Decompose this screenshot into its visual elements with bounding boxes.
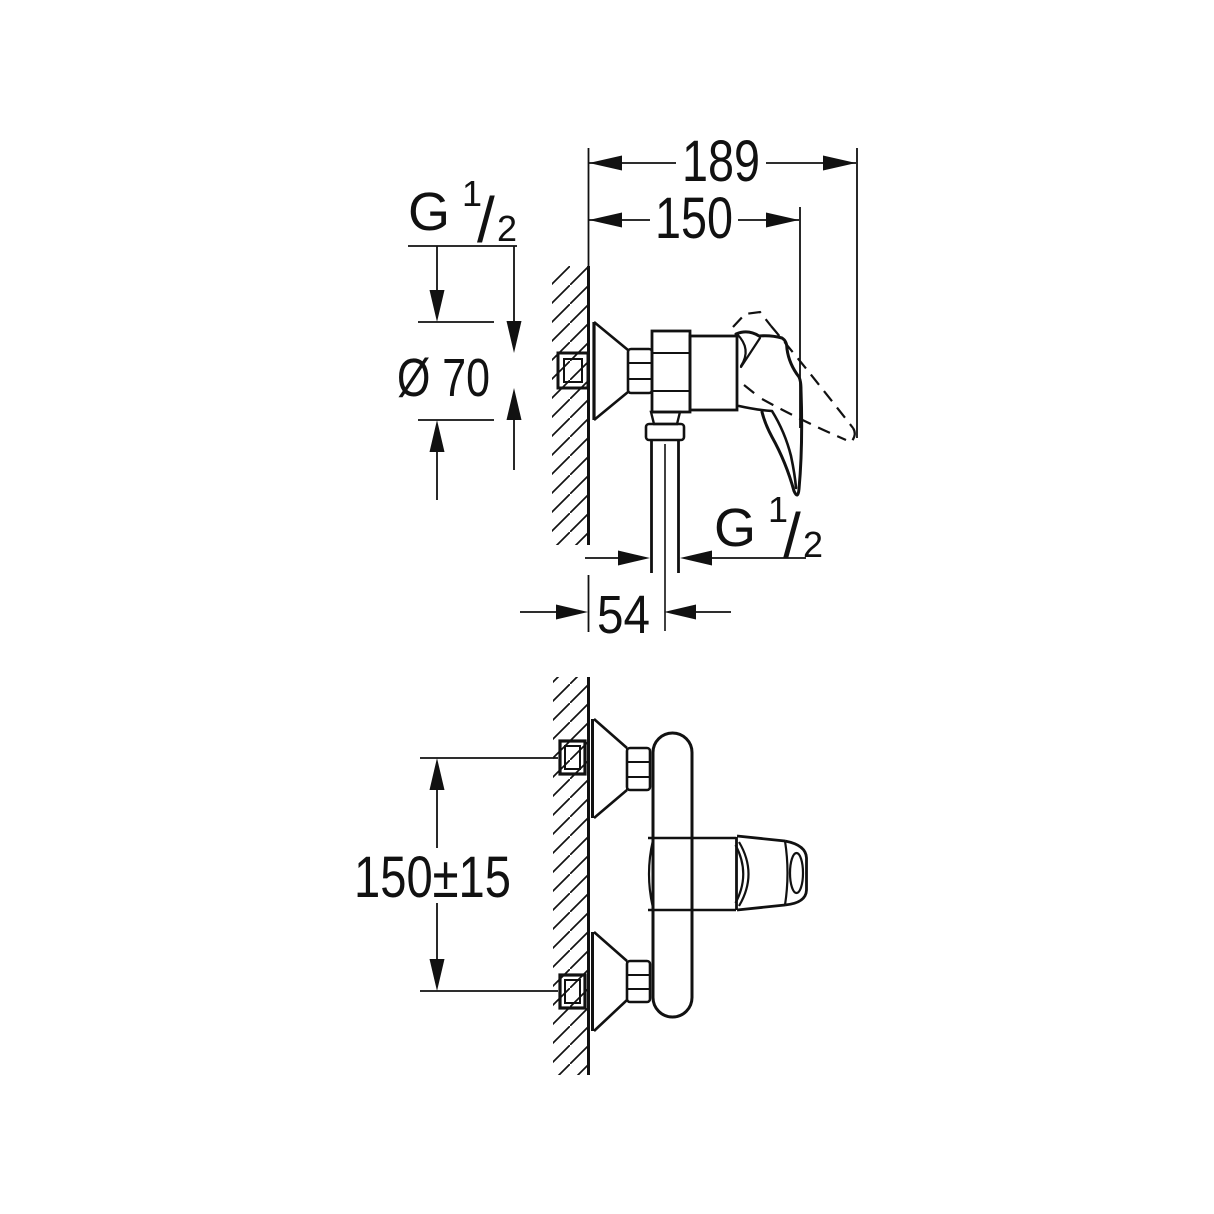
valve-body [650,329,692,414]
inlet-square-fitting [556,351,590,390]
wall-hatch-side-view [552,266,590,545]
inlet-square-fitting-inner [564,745,581,770]
inlet-thread-slash: / [477,184,495,256]
body-left-bulge [647,839,655,909]
mixer-body-side-view [650,329,739,414]
shower-outlet [644,410,686,631]
arrowhead-right [556,604,588,620]
arrowhead-up [506,388,522,420]
dim-spacing-label: 150±15 [354,845,511,910]
arrowhead-left [664,604,696,620]
inlet-square-fitting-inner [563,358,583,383]
outlet-shoulder [649,410,682,426]
dim-150: 150 [589,186,799,251]
dim-189-label: 189 [682,129,760,194]
hex-nut [626,347,654,395]
outlet-thread-slash: / [783,500,801,572]
arrowhead-down [506,321,522,353]
outlet-thread-label: G [714,498,756,558]
side-view: 189 150 G 1 / 2 Ø 70 [397,129,858,645]
handle-end-cap [784,839,808,907]
callout-inlet-thread: G 1 / 2 [408,173,522,470]
inlet-square-fitting [558,973,587,1010]
lever-handle-alt-position-dashed [732,310,856,442]
dim-189: 189 [589,129,856,194]
escutcheon-cone [591,931,628,1032]
hex-nut [625,959,652,1004]
front-view: 150±15 [354,677,808,1075]
inlet-thread-denominator: 2 [497,208,517,249]
mixer-body-front-view [647,731,750,1019]
lever-handle [734,330,804,497]
handle-end-opening [788,851,805,895]
body-capsule [651,731,694,1019]
cartridge-housing [688,334,739,412]
dim-150-label: 150 [655,186,733,251]
wall-hatch-front-view [553,677,590,1075]
arrowhead-right [618,550,650,566]
arrowhead-up [429,420,445,452]
arrowhead-down [429,959,445,991]
outlet-thread-denominator: 2 [803,524,823,565]
s-union-bottom [558,931,652,1032]
handle-joint-arc [734,844,745,904]
outlet-nut [644,422,686,442]
inlet-square-fitting-inner [564,979,581,1004]
arrowhead-left [680,550,712,566]
escutcheon-cone [592,320,629,422]
inlet-square-fitting [558,739,587,776]
outlet-thread-numerator: 1 [768,489,788,530]
arrowhead-up [429,758,445,790]
escutcheon-cone [591,718,628,819]
arrowhead-right [766,212,799,228]
s-union-side-view [556,320,654,422]
dim-54: 54 [520,585,731,645]
dim-escutcheon-diameter: Ø 70 [397,246,494,500]
handle-joint-arc [738,841,750,907]
extension-lines [587,148,858,632]
dim-54-label: 54 [597,585,650,645]
dim-150-plus-minus-15: 150±15 [354,757,558,992]
handle-end-cap-edge [783,840,789,906]
arrowhead-right [823,155,856,171]
dim-diameter-label: Ø 70 [397,348,490,408]
hex-nut [625,746,652,792]
arrowhead-left [589,212,622,228]
arrowhead-left [589,155,622,171]
lever-handle-front-view [736,834,808,912]
arrowhead-down [429,290,445,322]
inlet-thread-label: G [408,182,450,242]
callout-outlet-thread: G 1 / 2 [585,489,823,572]
s-union-top [558,718,652,819]
inlet-thread-numerator: 1 [462,173,482,214]
